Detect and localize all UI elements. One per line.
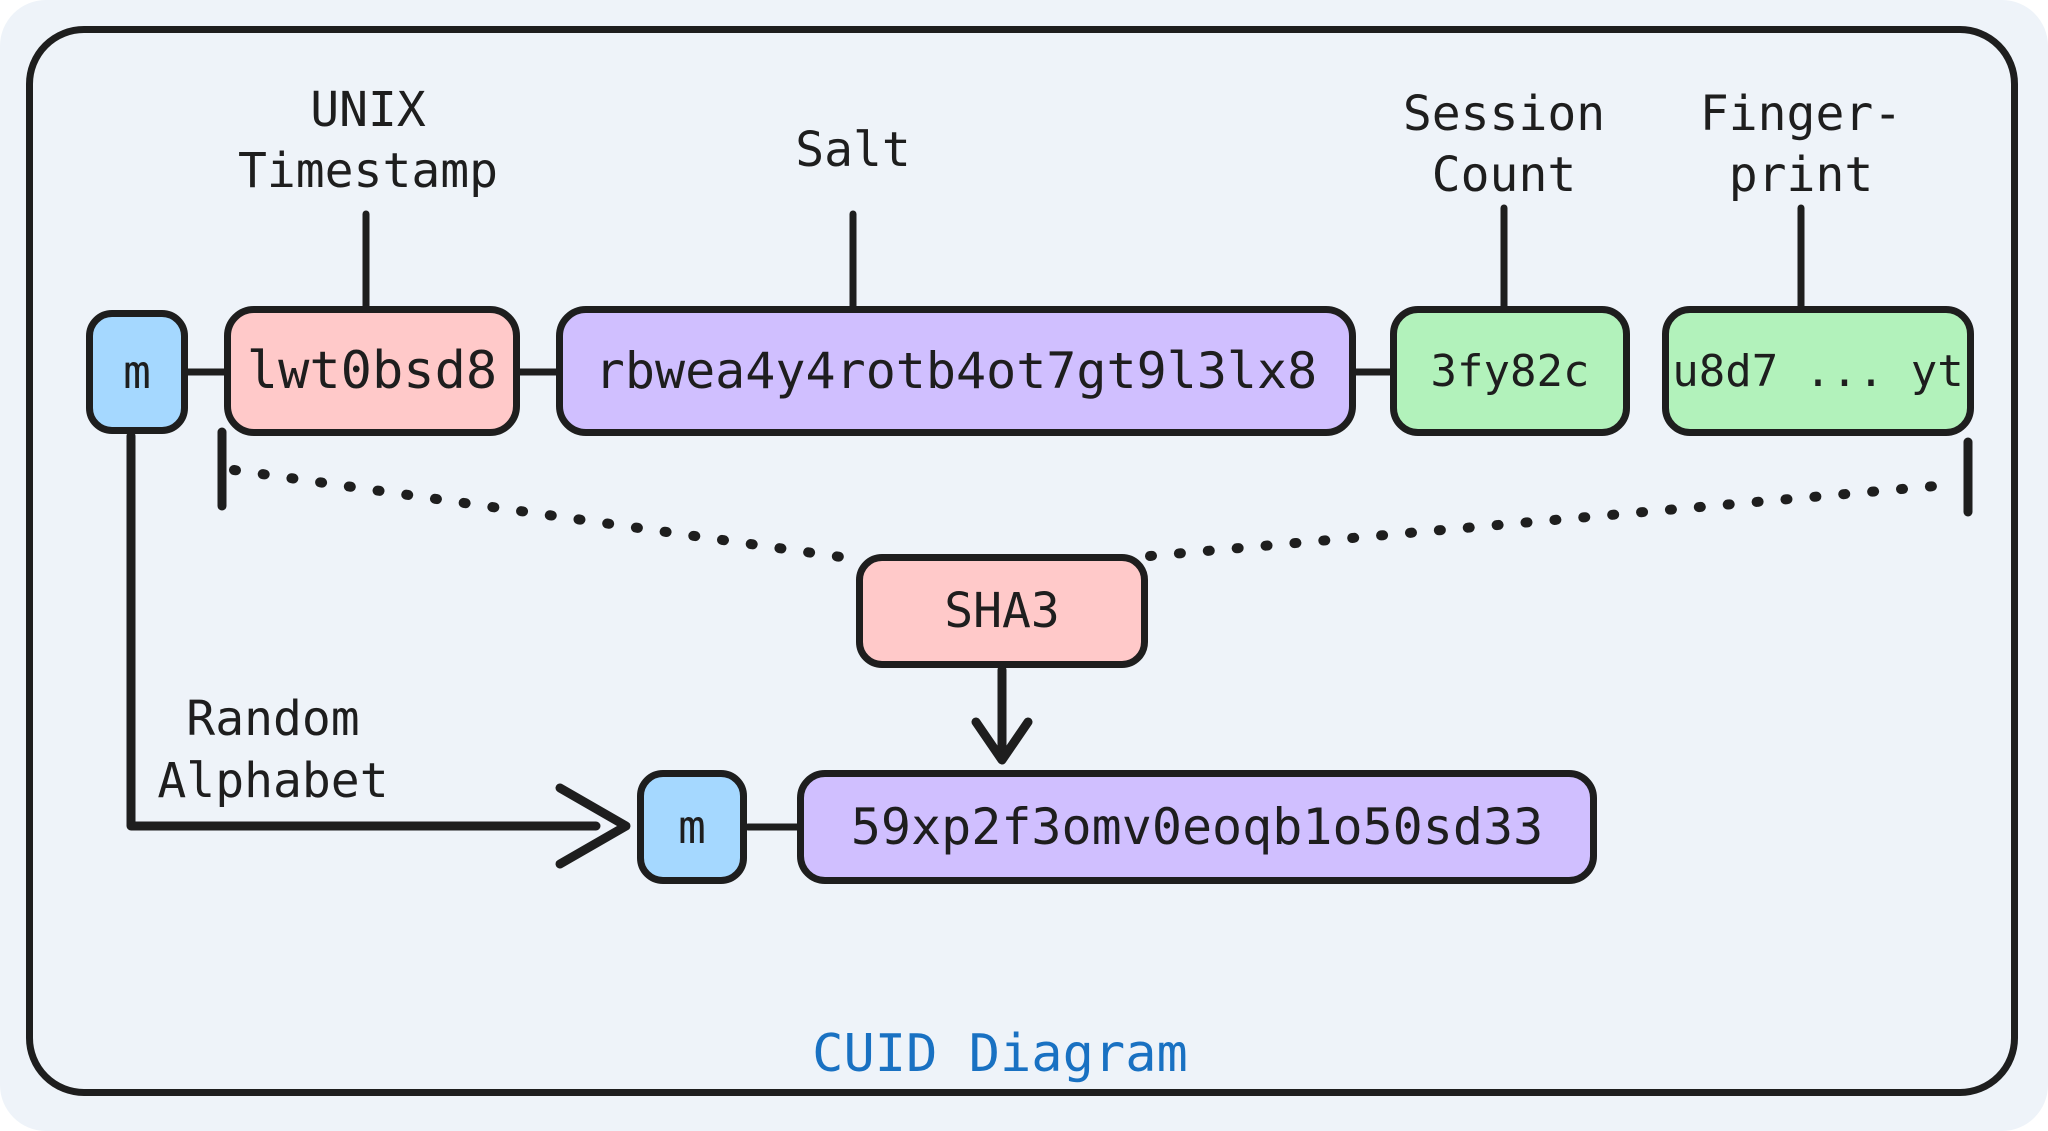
result-box: 59xp2f3omv0eoqb1o50sd33 [797,770,1597,884]
sha3-arrowhead-icon [971,717,1033,765]
salt-label: Salt [703,120,1003,181]
fingerprint-label: Finger- print [1601,84,2001,206]
fingerprint-box: u8d7 ... yt [1662,306,1974,436]
random-alphabet-label-line1: Random [186,691,360,747]
unix-timestamp-label: UNIX Timestamp [168,80,568,202]
session-count-box: 3fy82c [1390,306,1630,436]
salt-label-line1: Salt [795,122,911,178]
session-count-label-line1: Session [1402,86,1606,142]
dotted-line-right [1145,479,1963,561]
fingerprint-label-line1: Finger- [1699,86,1903,142]
dotted-line-left [229,465,867,565]
unix-timestamp-label-line1: UNIX [310,82,426,138]
session-count-label-line2: Count [1431,147,1577,203]
session-count-label: Session Count [1304,84,1704,206]
unix-timestamp-label-line2: Timestamp [237,143,499,199]
fingerprint-label-line2: print [1728,147,1874,203]
random-alphabet-arrow [126,431,601,831]
random-alphabet-label: Random Alphabet [73,688,473,812]
sha3-box: SHA3 [856,554,1148,668]
salt-box: rbwea4y4rotb4ot7gt9l3lx8 [556,306,1356,436]
random-alphabet-label-line2: Alphabet [157,753,389,809]
random-alphabet-arrowhead-icon [555,783,631,869]
diagram-title: CUID Diagram [812,1024,1188,1084]
prefix-m-box: m [86,310,188,434]
diagram-border-frame [26,26,2018,1096]
timestamp-box: lwt0bsd8 [224,306,520,436]
result-prefix-m-box: m [637,770,747,884]
